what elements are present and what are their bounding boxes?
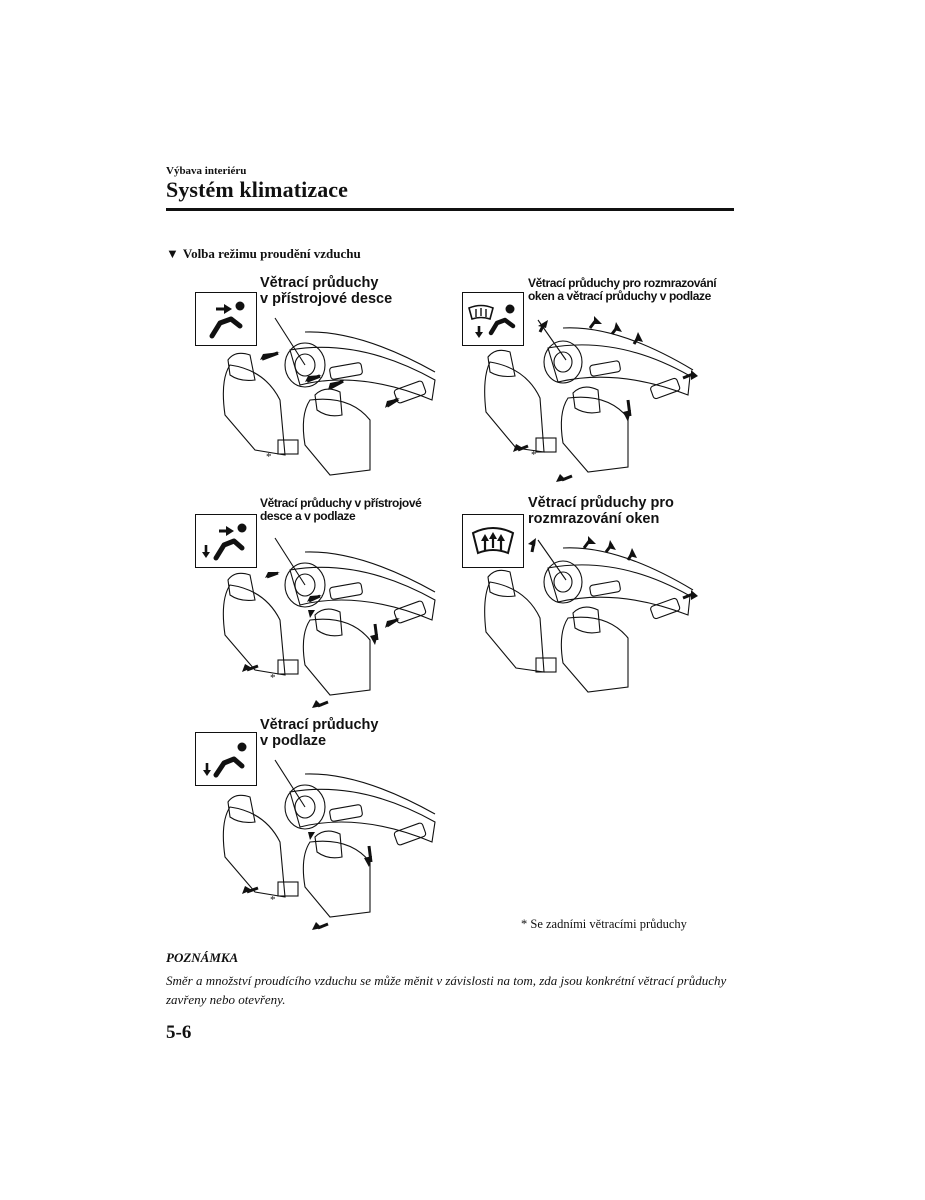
- mode-defrost-caption: Větrací průduchy pro rozmrazování oken: [528, 495, 674, 527]
- mode-floor-caption-line2: v podlaze: [260, 732, 327, 749]
- title-rule: [166, 208, 734, 211]
- car-interior-floor: *: [210, 752, 445, 932]
- mode-face-floor-caption: Větrací průduchy v přístrojové desce a v…: [260, 496, 422, 523]
- defrost-icon: [462, 514, 524, 568]
- rear-vent-asterisk: *: [270, 894, 276, 906]
- car-interior-face-floor: *: [210, 530, 445, 710]
- face-vent-icon: [195, 292, 257, 346]
- mode-face-caption-line1: Větrací průduchy: [260, 275, 379, 291]
- footnote: * Se zadními větracími průduchy: [521, 917, 687, 931]
- car-interior-defrost-floor: *: [478, 310, 703, 485]
- mode-defrost-floor-caption-line1: Větrací průduchy pro rozmrazování: [528, 276, 717, 290]
- note-text: Směr a množství proudícího vzduchu se mů…: [166, 973, 727, 1008]
- note-heading: POZNÁMKA: [166, 950, 239, 965]
- mode-defrost-caption-line1: Větrací průduchy pro: [528, 495, 674, 511]
- car-interior-defrost: [478, 530, 703, 700]
- mode-defrost-caption-line2: rozmrazování oken: [528, 510, 660, 527]
- mode-face-floor-caption-line1: Větrací průduchy v přístrojové: [260, 496, 422, 510]
- rear-vent-asterisk: *: [270, 672, 276, 684]
- mode-face-caption-line2: v přístrojové desce: [260, 290, 393, 307]
- rear-vent-asterisk: *: [266, 451, 272, 463]
- defrost-floor-icon: [462, 292, 524, 346]
- page-number: 5-6: [166, 1022, 192, 1043]
- mode-defrost-floor-caption: Větrací průduchy pro rozmrazování oken a…: [528, 276, 717, 303]
- face-floor-icon: [195, 514, 257, 568]
- floor-vent-icon: [195, 732, 257, 786]
- mode-floor-caption-line1: Větrací průduchy: [260, 717, 379, 733]
- mode-floor-caption: Větrací průduchy v podlaze: [260, 717, 379, 749]
- mode-face-floor-caption-line2: desce a v podlaze: [260, 508, 356, 523]
- triangle-marker-icon: ▼: [166, 246, 179, 261]
- section-label: Výbava interiéru: [166, 165, 247, 177]
- subsection-title: Volba režimu proudění vzduchu: [182, 246, 361, 261]
- rear-vent-asterisk: *: [531, 449, 537, 461]
- subsection-heading: ▼Volba režimu proudění vzduchu: [166, 246, 361, 262]
- mode-defrost-floor-caption-line2: oken a větrací průduchy v podlaze: [528, 288, 711, 303]
- car-interior-face: *: [210, 310, 445, 480]
- page-title: Systém klimatizace: [166, 177, 349, 202]
- mode-face-caption: Větrací průduchy v přístrojové desce: [260, 275, 393, 307]
